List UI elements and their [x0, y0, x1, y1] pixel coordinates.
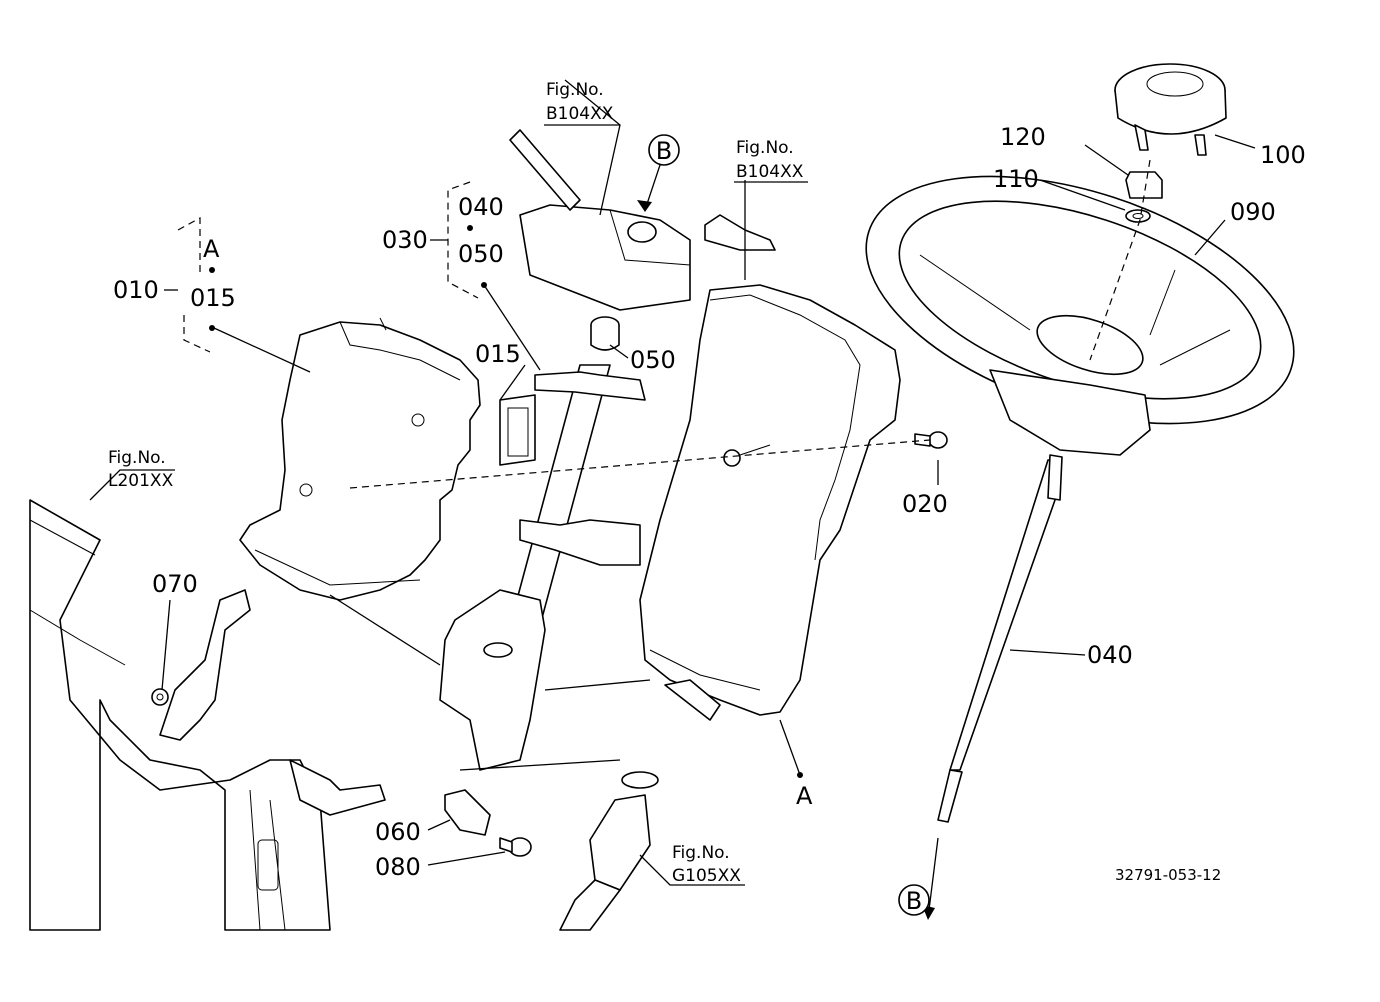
part-label-120: 120 — [1000, 123, 1046, 151]
part-label-110: 110 — [993, 165, 1039, 193]
fig-ref-l201xx: Fig.No. L201XX — [108, 448, 174, 491]
part-label-040a: 040 — [458, 193, 504, 221]
horn-cap — [1114, 63, 1227, 156]
steering-column — [439, 364, 646, 771]
steering-shaft — [937, 454, 1063, 823]
bolt-060-080 — [444, 789, 532, 857]
part-label-080: 080 — [375, 853, 421, 881]
part-label-060: 060 — [375, 818, 421, 846]
washer-110 — [1125, 209, 1151, 223]
part-label-100: 100 — [1260, 141, 1306, 169]
part-label-040b: 040 — [1087, 641, 1133, 669]
drawing-number: 32791-053-12 — [1115, 866, 1221, 884]
collar-050 — [590, 316, 620, 351]
part-label-050b: 050 — [630, 346, 676, 374]
marker-b-top: B — [648, 134, 680, 166]
part-label-010: 010 — [113, 276, 159, 304]
fig-ref-code: B104XX — [736, 162, 804, 182]
marker-b-bottom: B — [898, 884, 930, 916]
marker-a-top: A — [203, 235, 220, 263]
marker-a-bottom: A — [796, 782, 813, 810]
lower-bracket — [289, 759, 386, 816]
bolt-020 — [914, 431, 948, 449]
part-label-020: 020 — [902, 490, 948, 518]
part-label-015b: 015 — [475, 340, 521, 368]
fig-ref-code: L201XX — [108, 471, 174, 491]
right-cover-panel — [639, 214, 901, 721]
fig-ref-code: B104XX — [546, 104, 614, 124]
steering-wheel — [865, 175, 1295, 456]
combination-switch — [509, 129, 691, 311]
left-cover-panel — [239, 317, 481, 601]
fig-ref-caption: Fig.No. — [546, 80, 604, 100]
part-label-030: 030 — [382, 226, 428, 254]
part-label-015: 015 — [190, 284, 236, 312]
fig-ref-caption: Fig.No. — [736, 138, 794, 158]
marker-b-top-label: B — [656, 137, 672, 165]
part-label-070: 070 — [152, 570, 198, 598]
marker-b-bottom-label: B — [906, 887, 922, 915]
bracket-070 — [151, 589, 251, 741]
fig-ref-b104xx-right: Fig.No. B104XX — [734, 138, 808, 183]
plate-015 — [499, 394, 536, 466]
fig-ref-b104xx-top: Fig.No. B104XX — [544, 80, 620, 126]
universal-joint — [559, 771, 659, 931]
fig-ref-code: G105XX — [672, 866, 741, 886]
fig-ref-caption: Fig.No. — [672, 843, 730, 863]
leader-lines — [89, 79, 1256, 919]
fig-ref-g105xx: Fig.No. G105XX — [672, 843, 741, 886]
nut-120 — [1125, 171, 1163, 199]
fig-ref-caption: Fig.No. — [108, 448, 166, 468]
part-label-090: 090 — [1230, 198, 1276, 226]
part-label-050a: 050 — [458, 240, 504, 268]
